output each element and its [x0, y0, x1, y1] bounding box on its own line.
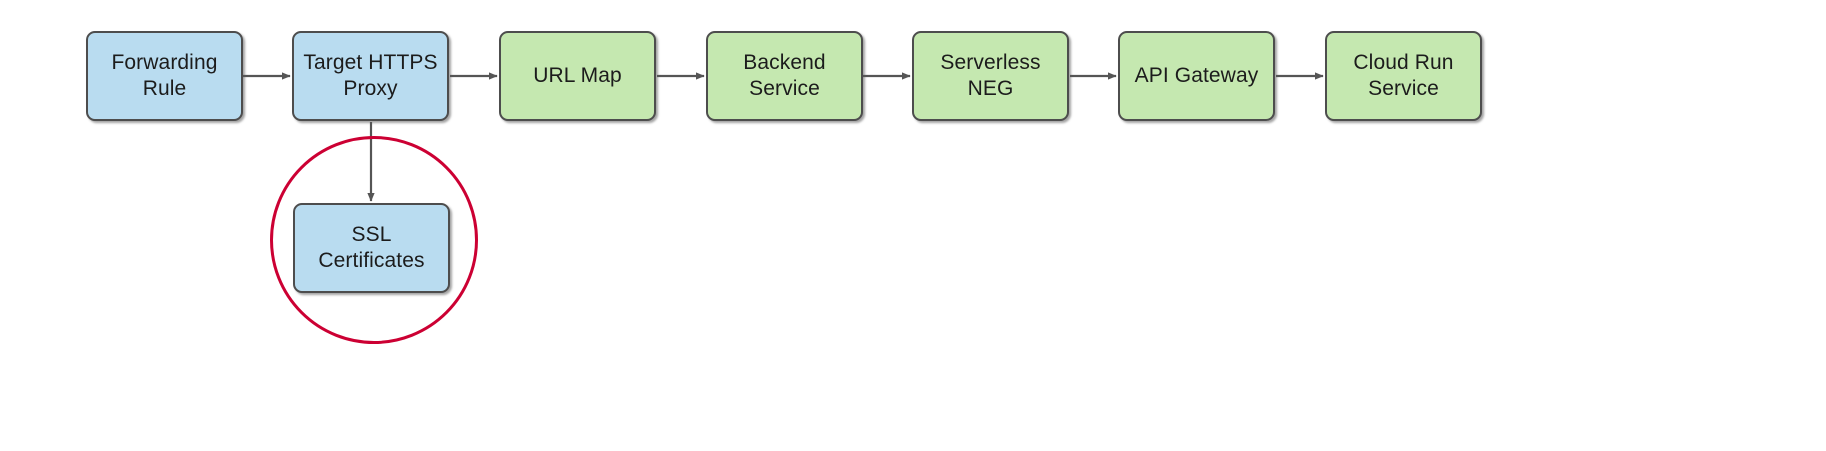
node-url-map[interactable]: URL Map: [499, 31, 656, 121]
node-label: Serverless NEG: [940, 51, 1041, 100]
node-cloud-run-service[interactable]: Cloud Run Service: [1325, 31, 1482, 121]
node-serverless-neg[interactable]: Serverless NEG: [912, 31, 1069, 121]
node-target-https-proxy[interactable]: Target HTTPS Proxy: [292, 31, 449, 121]
node-backend-service[interactable]: Backend Service: [706, 31, 863, 121]
node-label: Forwarding Rule: [111, 51, 218, 100]
node-label: API Gateway: [1134, 64, 1259, 88]
node-label: URL Map: [533, 64, 622, 88]
ssl-certificates-highlight-circle: [270, 136, 478, 344]
node-label: Backend Service: [743, 51, 826, 100]
node-label: Cloud Run Service: [1353, 51, 1454, 100]
node-api-gateway[interactable]: API Gateway: [1118, 31, 1275, 121]
node-label: Target HTTPS Proxy: [303, 51, 438, 100]
node-label: SSL Certificates: [318, 223, 425, 272]
node-ssl-certificates[interactable]: SSL Certificates: [293, 203, 450, 293]
node-forwarding-rule[interactable]: Forwarding Rule: [86, 31, 243, 121]
